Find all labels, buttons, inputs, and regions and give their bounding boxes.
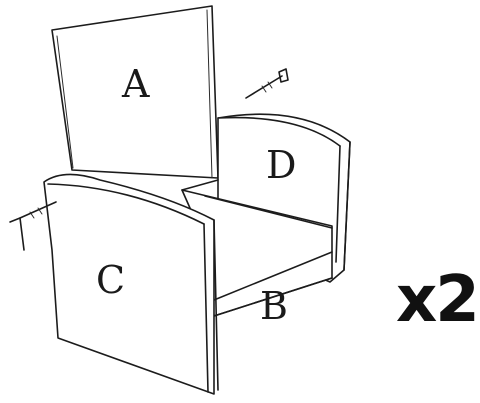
allen-key-icon <box>9 201 57 251</box>
quantity-label: x2 <box>396 263 480 337</box>
part-label-a: A <box>121 62 150 106</box>
part-label-b: B <box>260 284 288 328</box>
part-label-c: C <box>96 258 125 302</box>
armrest-panel-c <box>43 173 219 395</box>
bolt-icon <box>245 68 289 99</box>
part-label-d: D <box>266 143 296 187</box>
